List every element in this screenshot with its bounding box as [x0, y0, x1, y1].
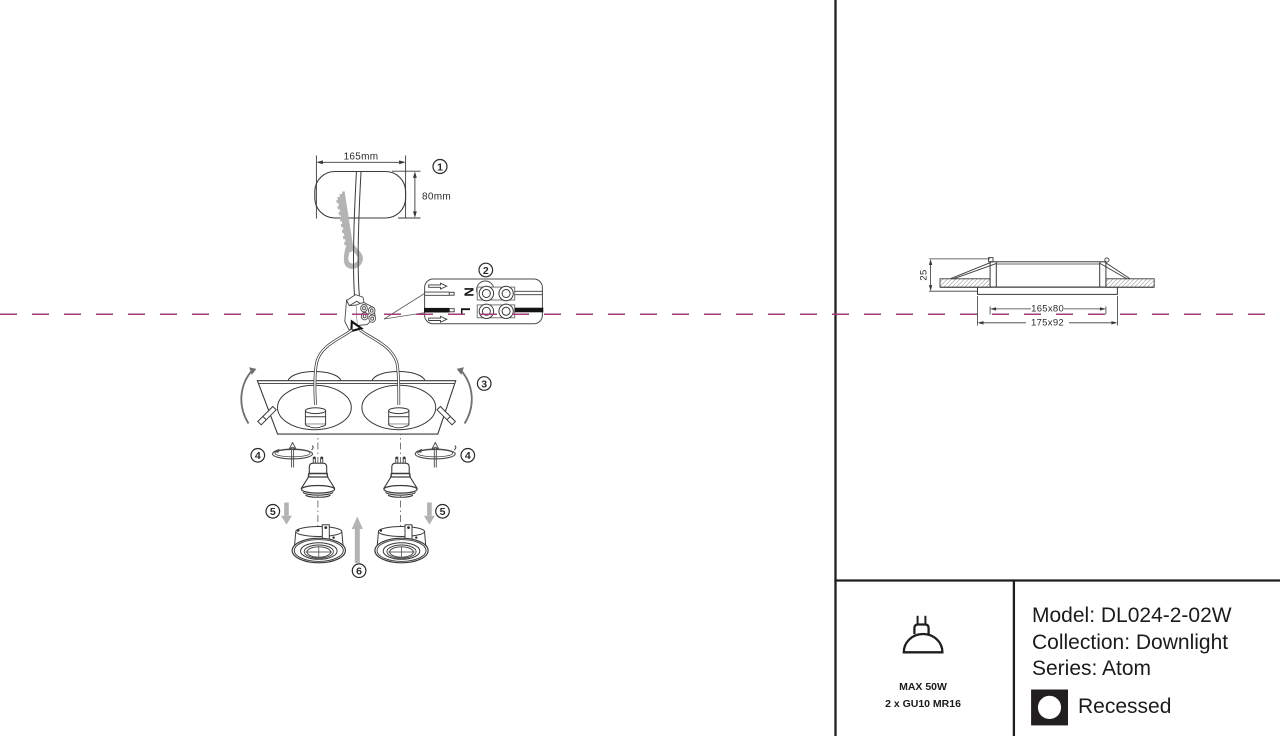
cutout-size-label: 165x80: [1031, 304, 1064, 315]
socket-wires: [313, 328, 401, 406]
svg-text:4: 4: [255, 450, 261, 462]
rotation-arrowhead-left: [249, 367, 257, 375]
rotation-arrowhead-right: [456, 367, 464, 375]
gu10-lamp-icon: [902, 615, 944, 654]
trim-ring-left: [291, 524, 346, 564]
max-power-label: MAX 50W: [899, 680, 947, 693]
svg-text:4: 4: [465, 450, 471, 462]
terminal-connector: [344, 294, 376, 331]
mains-cable: [352, 171, 362, 297]
collection-label: Collection: Downlight: [1032, 630, 1229, 654]
step-6-badge: 6: [351, 563, 367, 579]
neutral-wire-label: N: [462, 287, 477, 296]
svg-text:3: 3: [481, 378, 487, 390]
frame-rotation-arrows: [240, 369, 473, 424]
cutout-width-label: 165mm: [344, 152, 379, 163]
step-3-badge: 3: [476, 376, 492, 391]
raise-arrow: [351, 516, 363, 563]
live-wire-label: L: [458, 307, 473, 315]
mounting-label: Recessed: [1078, 695, 1172, 718]
wire-direction-arrow-top: [428, 282, 448, 290]
panel-dividers: [834, 0, 1280, 736]
product-info: Model: DL024-2-02W Collection: Downlight…: [1032, 603, 1232, 683]
series-label: Series: Atom: [1032, 657, 1152, 680]
cross-section-drawing: [928, 257, 1155, 326]
lamp-socket-left: [304, 407, 327, 429]
svg-text:5: 5: [270, 506, 276, 518]
insert-arrow-right: [423, 502, 435, 525]
lamp-sockets: [304, 407, 410, 429]
wire-direction-arrow-bottom: [428, 315, 448, 323]
svg-text:5: 5: [440, 506, 446, 518]
rotate-symbol-left: [271, 441, 314, 468]
recess-depth-label: 25: [919, 269, 930, 280]
step-2-badge: 2: [478, 262, 494, 278]
lamp-type-label: 2 x GU10 MR16: [885, 698, 961, 710]
gu10-bulb-left: [300, 456, 336, 498]
overall-size-label: 175x92: [1031, 318, 1064, 329]
step-5-badge-right: 5: [435, 503, 450, 519]
recessed-mount-icon: [1031, 689, 1068, 726]
svg-text:6: 6: [356, 566, 362, 578]
fixture-frame: [256, 371, 457, 435]
step-5-badge-left: 5: [265, 503, 281, 519]
step-4-badge-left: 4: [250, 447, 266, 463]
wiring-detail-box: [424, 278, 544, 325]
step1-cutout-drawing: [314, 155, 421, 219]
lamp-socket-right: [388, 407, 410, 429]
detail-callout-lines: [383, 292, 427, 320]
step-4-badge-right: 4: [460, 447, 476, 463]
cutout-height-label: 80mm: [422, 192, 451, 203]
svg-text:1: 1: [437, 161, 443, 173]
model-label: Model: DL024-2-02W: [1032, 604, 1232, 627]
svg-text:2: 2: [483, 265, 489, 277]
step-1-badge: 1: [432, 158, 448, 175]
insert-direction-arrow: [350, 319, 364, 333]
gu10-bulb-right: [383, 456, 418, 498]
insert-arrow-left: [281, 502, 292, 525]
rotate-symbol-right: [414, 441, 457, 468]
trim-ring-right: [374, 524, 429, 564]
